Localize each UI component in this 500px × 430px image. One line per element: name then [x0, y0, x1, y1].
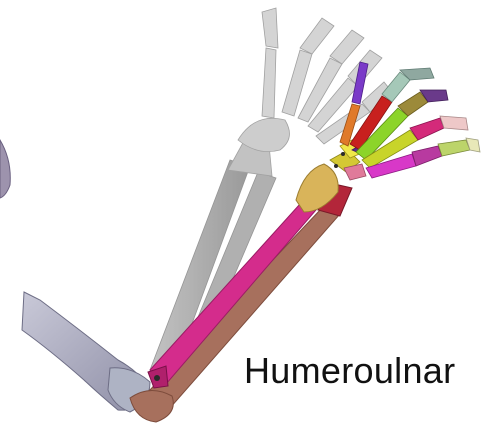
scapula-fragment — [0, 140, 10, 198]
colored-hand — [340, 62, 480, 178]
figure-label: Humeroulnar — [244, 350, 455, 392]
humerus-bone — [22, 292, 150, 412]
